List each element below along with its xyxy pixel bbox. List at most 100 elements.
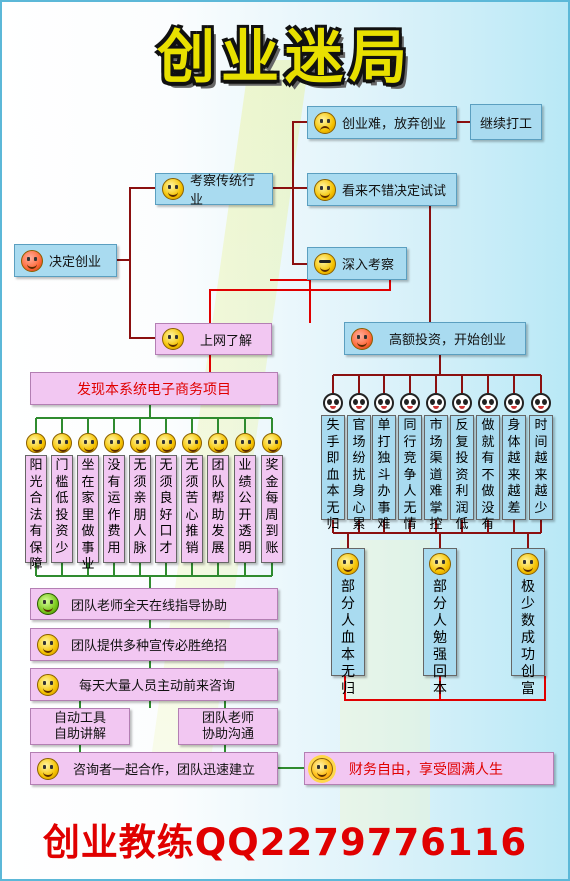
smiley-icon: [156, 433, 176, 453]
panda-icon: [374, 393, 394, 413]
smiley-icon: [235, 433, 255, 453]
advantages-icon-wrap: [52, 433, 72, 453]
smiley-icon: [37, 633, 59, 656]
advantages-column: 坐在家里做事业: [77, 455, 99, 572]
angry-face-icon: [351, 327, 373, 350]
risks-icon-wrap: [531, 393, 551, 413]
support-promo: 团队提供多种宣传必胜绝招: [30, 628, 278, 661]
risks-icon-wrap: [349, 393, 369, 413]
node-try-it-label: 看来不错决定试试: [342, 184, 447, 199]
advantages-icon-wrap: [130, 433, 150, 453]
risks-icon-wrap: [374, 393, 394, 413]
thinking-face-icon: [162, 328, 184, 350]
smiley-icon: [314, 178, 336, 201]
advantages-column-label: 坐在家里做事业: [81, 458, 95, 572]
outcome-label: 部分人血本无归: [341, 579, 355, 697]
panda-icon: [323, 393, 343, 413]
support-guide: 团队老师全天在线指导协助: [30, 588, 278, 620]
outcome-label: 极少数成功创富: [521, 579, 535, 697]
thinking-face-icon: [162, 178, 184, 200]
smiley-icon: [26, 433, 46, 453]
sun-face-icon: [311, 757, 333, 780]
support-promo-label: 团队提供多种宣传必胜绝招: [71, 639, 228, 654]
advantages-icon-wrap: [26, 433, 46, 453]
support-auto-tool: 自动工具 自助讲解: [30, 708, 130, 745]
outcome-column: 部分人血本无归: [331, 548, 365, 697]
outcome-column: 部分人勉强回本: [423, 548, 457, 697]
support-final-label: 财务自由，享受圆满人生: [349, 761, 503, 778]
panda-icon: [452, 393, 472, 413]
risks-column-label: 失手即血本无归: [326, 418, 340, 532]
advantages-icon-wrap: [208, 433, 228, 453]
support-team-talk: 团队老师 协助沟通: [178, 708, 278, 745]
support-guide-label: 团队老师全天在线指导协助: [71, 598, 228, 614]
smiley-icon: [337, 553, 359, 575]
node-discover-label: 发现本系统电子商务项目: [77, 381, 231, 398]
risks-column: 失手即血本无归: [321, 415, 345, 532]
advantages-icon-wrap: [262, 433, 282, 453]
panda-icon: [400, 393, 420, 413]
advantages-column-label: 无须良好口才: [159, 458, 173, 556]
node-traditional: 考察传统行业: [155, 173, 273, 208]
risks-column: 身体越来越差: [502, 415, 526, 520]
advantages-icon-wrap: [156, 433, 176, 453]
risks-icon-wrap: [452, 393, 472, 413]
panda-icon: [504, 393, 524, 413]
advantages-icon-wrap: [182, 433, 202, 453]
support-cooperate-label: 咨询者一起合作，团队迅速建立: [73, 763, 256, 778]
advantages-column: 门槛低投资少: [51, 455, 73, 563]
panda-icon: [349, 393, 369, 413]
node-high-invest-label: 高额投资，开始创业: [389, 333, 507, 348]
advantages-column: 业绩公开透明: [234, 455, 256, 563]
support-final: 财务自由，享受圆满人生: [304, 752, 554, 785]
node-keep-job-label: 继续打工: [479, 116, 532, 132]
node-give-up: 创业难，放弃创业: [307, 106, 457, 139]
smiley-icon: [130, 433, 150, 453]
node-try-it: 看来不错决定试试: [307, 173, 457, 206]
risks-column: 官场纷扰身心累: [347, 415, 371, 532]
risks-icon-wrap: [323, 393, 343, 413]
risks-column-label: 官场纷扰身心累: [352, 418, 366, 532]
advantages-column: 无须苦心推销: [181, 455, 203, 563]
support-cooperate: 咨询者一起合作，团队迅速建立: [30, 752, 278, 785]
advantages-icon-wrap: [104, 433, 124, 453]
advantages-icon-wrap: [78, 433, 98, 453]
smiley-icon: [52, 433, 72, 453]
advantages-column-label: 团队帮助发展: [211, 458, 225, 556]
smiley-icon: [262, 433, 282, 453]
support-auto-tool-label: 自动工具 自助讲解: [53, 710, 106, 742]
risks-column: 反复投资利润低: [450, 415, 474, 532]
advantages-column: 阳光合法有保障: [25, 455, 47, 572]
panda-icon: [531, 393, 551, 413]
risks-column-label: 反复投资利润低: [455, 418, 469, 532]
node-online: 上网了解: [155, 323, 272, 355]
risks-column-label: 同行竞争人无情: [403, 418, 417, 532]
advantages-column-label: 业绩公开透明: [238, 458, 252, 556]
advantages-icon-wrap: [235, 433, 255, 453]
advantages-column: 无须亲朋人脉: [129, 455, 151, 563]
advantages-column: 无须良好口才: [155, 455, 177, 563]
risks-column: 单打独斗办事难: [372, 415, 396, 532]
advantages-column-label: 阳光合法有保障: [29, 458, 43, 572]
risks-icon-wrap: [504, 393, 524, 413]
footer-contact: 创业教练QQ2279776116: [42, 821, 528, 864]
support-team-talk-label: 团队老师 协助沟通: [201, 710, 254, 742]
advantages-column: 团队帮助发展: [207, 455, 229, 563]
risks-icon-wrap: [426, 393, 446, 413]
panda-icon: [426, 393, 446, 413]
risks-column: 做就有不做没有: [476, 415, 500, 532]
risks-icon-wrap: [478, 393, 498, 413]
green-man-icon: [37, 593, 59, 615]
outcome-label: 部分人勉强回本: [433, 579, 447, 697]
smiley-icon: [78, 433, 98, 453]
sad-face-icon: [314, 111, 336, 134]
page-title: 创业迷局: [156, 23, 413, 91]
outcome-column: 极少数成功创富: [511, 548, 545, 697]
node-start: 决定创业: [14, 244, 117, 277]
thinking-face-icon: [37, 757, 59, 780]
smiley-icon: [182, 433, 202, 453]
risks-column: 时间越来越少: [529, 415, 553, 520]
angry-face-icon: [21, 249, 43, 272]
